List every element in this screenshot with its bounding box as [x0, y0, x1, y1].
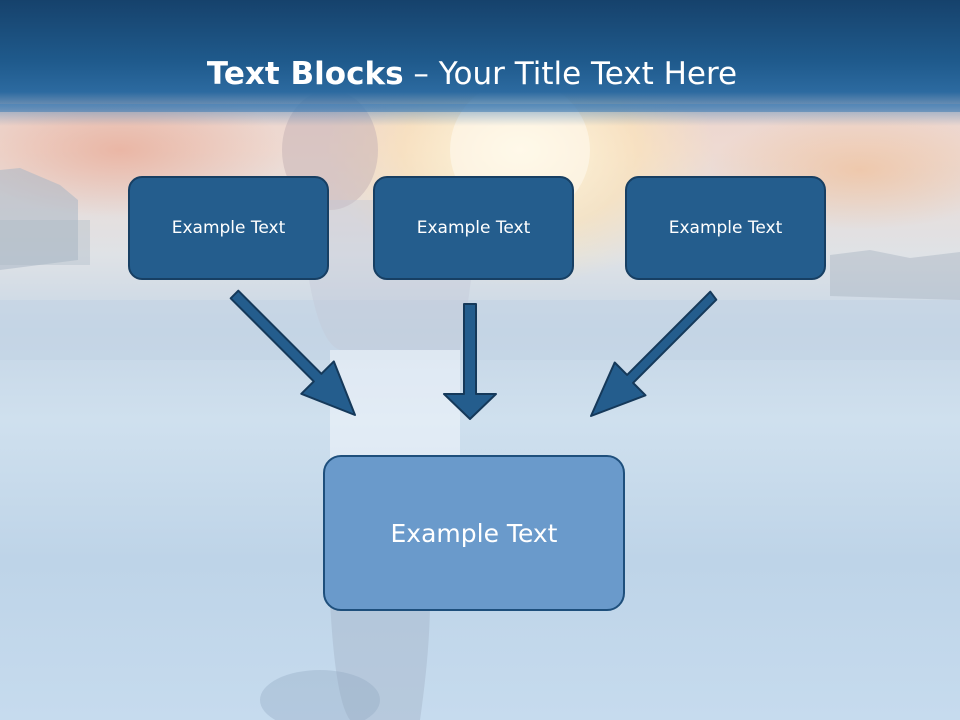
slide-title-separator: – [403, 56, 439, 92]
text-block-1[interactable]: Example Text [128, 176, 329, 280]
arrow-right [590, 290, 718, 417]
text-block-2[interactable]: Example Text [373, 176, 574, 280]
target-text-block[interactable]: Example Text [323, 455, 625, 611]
arrow-center [443, 303, 497, 420]
text-block-3[interactable]: Example Text [625, 176, 826, 280]
slide-title: Text Blocks – Your Title Text Here [0, 52, 944, 96]
title-bar-fade [0, 104, 960, 126]
title-bar [0, 0, 960, 112]
arrow-left [229, 289, 356, 416]
slide-title-rest: Your Title Text Here [438, 56, 738, 92]
slide-title-bold: Text Blocks [206, 56, 404, 92]
